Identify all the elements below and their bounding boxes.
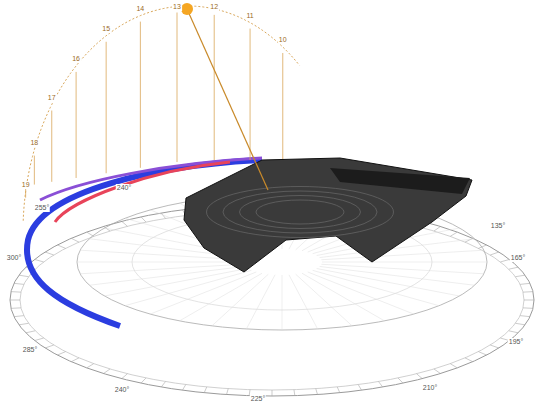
hour-label: 16 xyxy=(71,55,81,63)
building-block xyxy=(330,168,470,194)
azimuth-label: 195° xyxy=(508,338,524,346)
hour-label: 10 xyxy=(278,36,288,44)
hour-label: 12 xyxy=(209,3,219,11)
hour-label: 11 xyxy=(245,12,254,20)
azimuth-label: 165° xyxy=(510,254,526,262)
hour-drop-line xyxy=(214,15,215,160)
hour-drop-line xyxy=(51,111,52,182)
hour-label: 19 xyxy=(21,181,31,189)
hour-drop-line xyxy=(177,13,178,163)
azimuth-label: 135° xyxy=(490,222,506,230)
azimuth-label: 285° xyxy=(22,346,38,354)
terrain-model xyxy=(184,158,472,272)
hour-label: 17 xyxy=(47,94,57,102)
azimuth-label: 255° xyxy=(34,204,50,212)
azimuth-label: 300° xyxy=(6,254,22,262)
hour-drop-line xyxy=(106,42,107,173)
hour-drop-line xyxy=(76,72,77,178)
hour-drop-line xyxy=(282,53,283,160)
hour-drop-line xyxy=(250,29,251,160)
sun-ray xyxy=(187,9,268,190)
hour-label: 18 xyxy=(29,139,39,147)
terrain-contours xyxy=(207,187,394,238)
hour-label: 14 xyxy=(135,5,145,13)
sun-symbol xyxy=(181,3,193,15)
azimuth-label: 210° xyxy=(422,384,438,392)
azimuth-label: 240° xyxy=(116,184,132,192)
hour-drop-line xyxy=(34,156,35,185)
azimuth-label: 240° xyxy=(114,386,130,394)
hour-label: 15 xyxy=(101,25,111,33)
hour-drop-line xyxy=(140,22,141,168)
hour-label: 13 xyxy=(172,3,182,11)
azimuth-label: 225° xyxy=(250,395,266,403)
